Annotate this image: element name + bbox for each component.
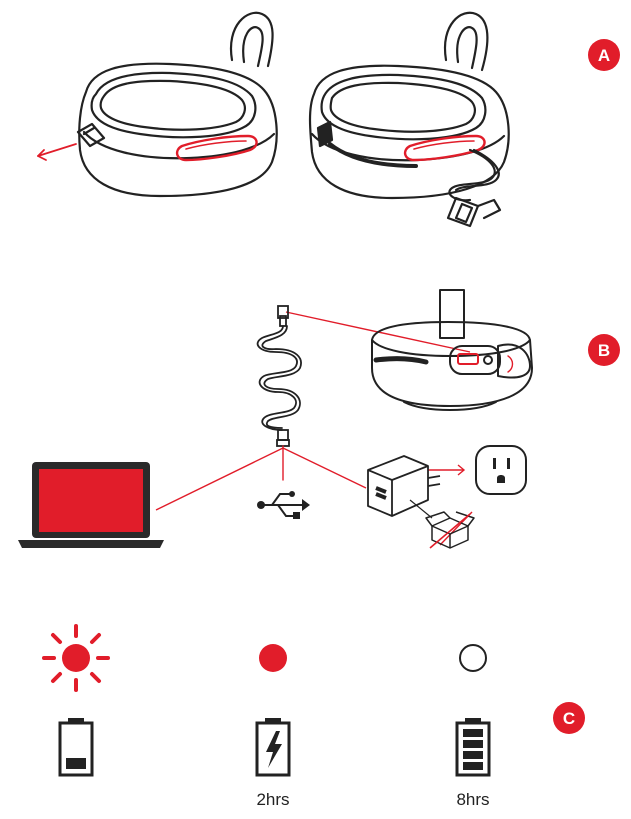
speaker-cover-open-illustration [76,11,278,198]
low-battery-icon [58,718,94,777]
pull-out-arrow [37,143,77,161]
usb-cable-icon [256,305,302,481]
svg-text:A: A [598,46,610,65]
step-badge-a: A [588,39,620,71]
led-flashing-red-icon [42,624,110,692]
svg-text:B: B [598,341,610,360]
svg-text:C: C [563,709,575,728]
charging-battery-icon [255,718,291,777]
full-time-caption: 8hrs [456,790,489,809]
led-off-icon [459,644,487,672]
charging-time-caption: 2hrs [256,790,289,809]
step-badge-b: B [588,334,620,366]
speaker-charging-port-illustration [371,289,533,411]
usb-icon [257,491,310,519]
no-adapter-included-icon [425,511,475,549]
step-a-panel [37,11,510,228]
wall-adapter-icon [367,455,441,519]
laptop-icon [18,462,164,548]
connection-lines [155,311,473,546]
led-solid-red-icon [259,644,287,672]
wall-outlet-icon [475,445,527,495]
step-b-panel [18,289,533,549]
speaker-cable-pulled-illustration [308,11,510,228]
step-c-panel: 2hrs 8hrs [42,624,491,809]
full-battery-icon [455,718,491,777]
step-badge-c: C [553,702,585,734]
